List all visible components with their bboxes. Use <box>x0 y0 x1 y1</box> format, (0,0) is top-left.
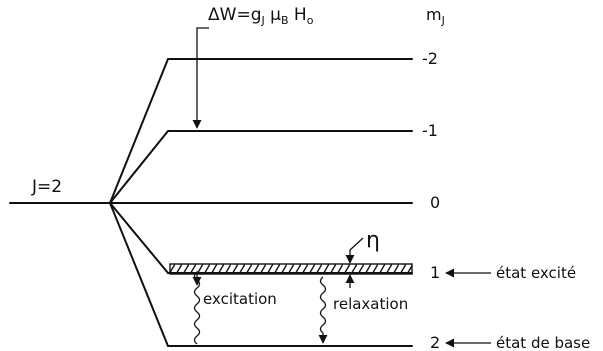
mj-header: mJ <box>426 5 445 27</box>
mj-value-minus2: -2 <box>422 49 438 68</box>
excited-band-hatched <box>169 263 413 275</box>
eta-symbol: η <box>366 228 380 253</box>
connector-mj-1 <box>109 202 169 274</box>
connector-mj-minus2 <box>109 58 169 204</box>
connector-mj-2 <box>109 202 169 347</box>
mj-value-0: 0 <box>430 193 440 212</box>
relaxation-wavy-arrow <box>318 276 328 344</box>
formula-bracket <box>196 27 209 52</box>
mj-value-minus1: -1 <box>422 121 438 140</box>
delta-w-formula: ΔW=gJ μB Ho <box>208 5 314 27</box>
connector-mj-minus1 <box>109 130 169 204</box>
excitation-label: excitation <box>203 290 277 308</box>
ground-state-label: état de base <box>496 334 590 351</box>
j-label: J=2 <box>31 177 62 197</box>
excitation-wavy-arrow <box>192 270 202 345</box>
mj-value-2: 2 <box>430 333 440 351</box>
mj-value-1: 1 <box>430 263 440 282</box>
eta-leader <box>349 237 364 251</box>
relaxation-label: relaxation <box>333 295 408 313</box>
excited-state-label: état excité <box>496 264 576 282</box>
